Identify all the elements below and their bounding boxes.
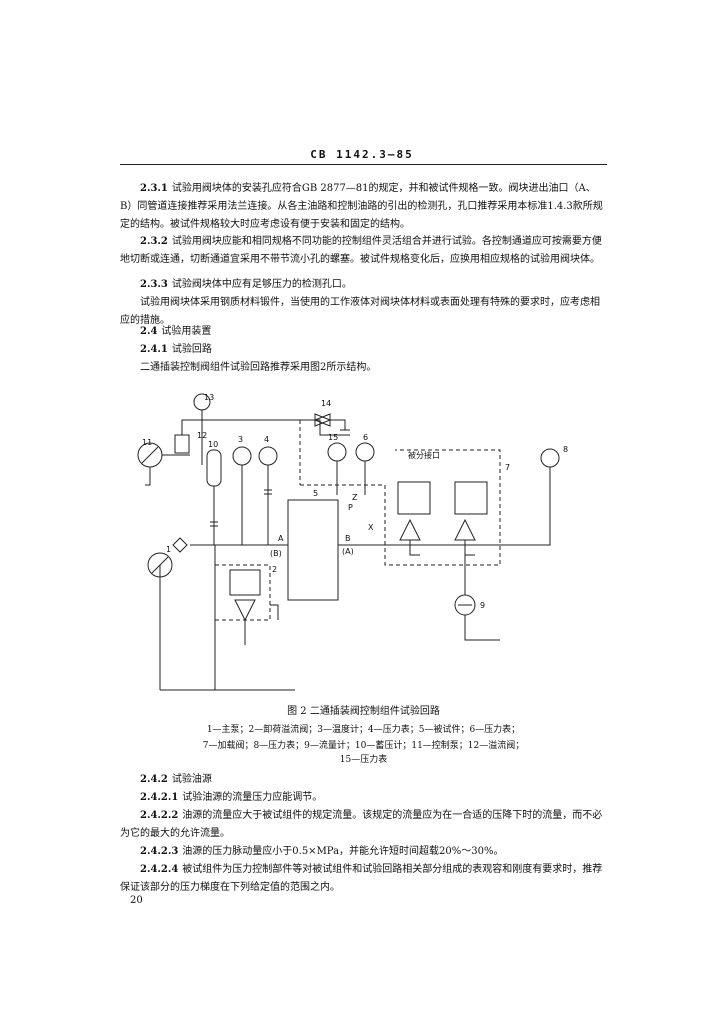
control-port-label: 被分接口 — [408, 450, 440, 460]
clause-number: 2.3.2 — [140, 236, 168, 247]
diagram-label: 11 — [142, 438, 152, 447]
diagram-label: 12 — [197, 431, 207, 440]
paragraph: 二通插装控制阀组件试验回路推荐采用图2所示结构。 — [120, 359, 607, 377]
port-label: X — [368, 523, 374, 532]
diagram-label: 10 — [208, 440, 218, 449]
port-label: B — [345, 534, 351, 543]
clause-text: 试验用阀块应能和相同规格不同功能的控制组件灵活组合并进行试验。各控制通道应可按需… — [120, 236, 602, 265]
clause-text: 试验油源 — [171, 774, 212, 785]
clause-text: 试验油源的流量压力应能调节。 — [182, 792, 323, 803]
clause-number: 2.4.2 — [140, 774, 168, 785]
port-label: P — [348, 503, 353, 512]
clause-text: 油源的流量应大于被试组件的规定流量。该规定的流量应为在一合适的压降下时的流量，而… — [120, 810, 603, 839]
diagram-label: 7 — [505, 463, 510, 472]
diagram-label: 13 — [204, 393, 214, 402]
port-label: (A) — [342, 547, 354, 556]
diagram-label: 4 — [264, 435, 269, 444]
clause-text: 油源的压力脉动量应小于0.5×MPa，并能允许短时间超载20%～30%。 — [182, 846, 504, 857]
clause-text: 试验用阀块体采用钢质材料锻件，当使用的工作液体对阀块体材料或表面处理有特殊的要求… — [120, 297, 600, 326]
clause-text: 试验用装置 — [161, 326, 212, 337]
clause-text: 被试组件为压力控制部件等对被试组件和试验回路相关部分组成的表观容和刚度有要求时，… — [120, 864, 603, 893]
clause-number: 2.4.1 — [140, 344, 168, 355]
paragraph: 试验用阀块体采用钢质材料锻件，当使用的工作液体对阀块体材料或表面处理有特殊的要求… — [120, 294, 607, 330]
figure-caption: 图 2 二通插装阀控制组件试验回路 — [287, 706, 440, 717]
clause-text: 试验用阀块体的安装孔应符合GB 2877—81的规定，并和被试件规格一致。阀块进… — [120, 183, 603, 230]
clause-number: 2.4.2.3 — [140, 846, 179, 857]
page-number: 20 — [130, 895, 143, 906]
diagram-label: 3 — [238, 435, 243, 444]
figure-legend: 7—加载阀；8—压力表；9—流量计；10—蓄压计；11—控制泵；12—溢流阀； — [202, 741, 525, 751]
diagram-label: 5 — [313, 489, 318, 498]
diagram-label: 14 — [321, 399, 331, 408]
diagram-label: 2 — [272, 565, 277, 574]
clause-text: 试验回路 — [171, 344, 212, 355]
clause-number: 2.4 — [140, 326, 158, 337]
clause-number: 2.3.1 — [140, 183, 168, 194]
diagram-label: 6 — [363, 433, 368, 442]
clause-text: 二通插装控制阀组件试验回路推荐采用图2所示结构。 — [140, 362, 377, 373]
diagram-label: 1 — [166, 545, 171, 554]
figure-legend: 1—主泵；2—卸荷溢流阀；3—温度计；4—压力表；5—被试件；6—压力表； — [206, 725, 521, 735]
clause-number: 2.4.2.1 — [140, 792, 179, 803]
diagram-label: 8 — [563, 445, 568, 454]
port-label: Z — [352, 493, 358, 502]
clause-number: 2.3.3 — [140, 279, 168, 290]
header-rule — [120, 164, 607, 165]
figure-legend: 15—压力表 — [339, 755, 388, 765]
clause-text: 试验阀块体中应有足够压力的检测孔口。 — [171, 279, 352, 290]
page-header: CB 1142.3—85 — [310, 148, 414, 161]
clause-number: 2.4.2.4 — [140, 864, 179, 875]
port-label: (B) — [270, 549, 282, 558]
diagram-label: 9 — [480, 601, 485, 610]
hydraulic-circuit-diagram: 13 14 11 12 1 2 3 4 5 6 7 8 9 10 15 A (B… — [137, 393, 568, 691]
port-label: A — [278, 534, 284, 543]
clause-number: 2.4.2.2 — [140, 810, 179, 821]
diagram-label: 15 — [328, 433, 338, 442]
